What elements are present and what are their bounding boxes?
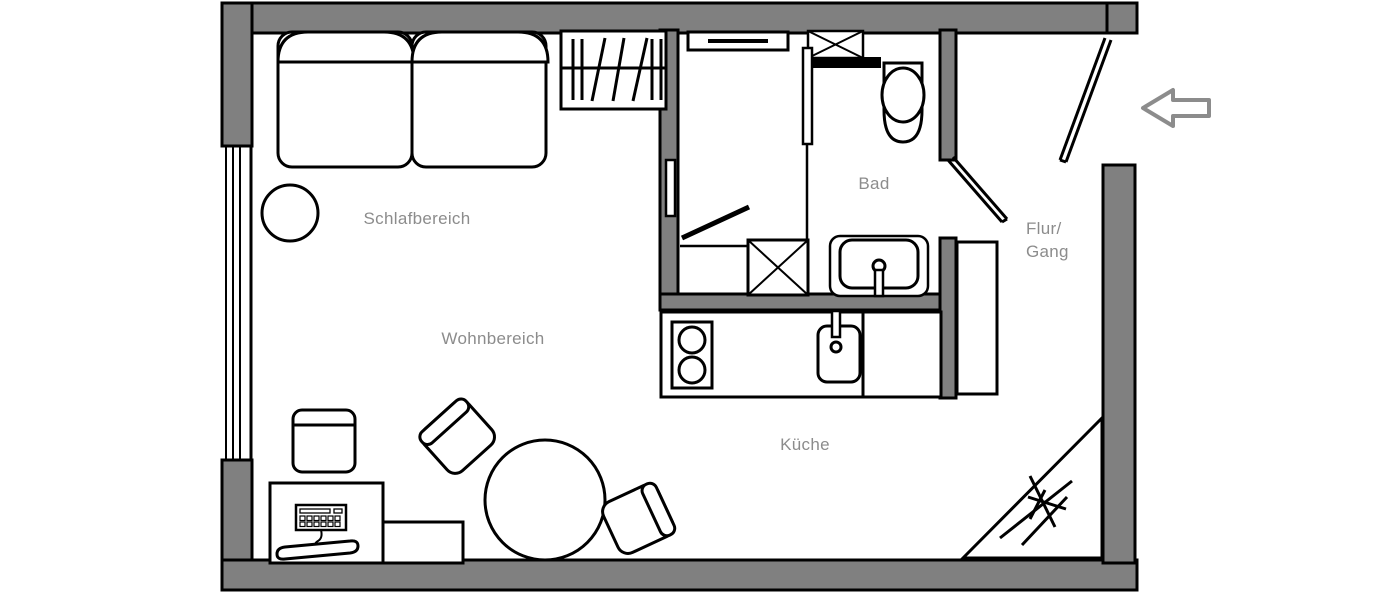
monitor [275,539,360,561]
hallway-fixtures [959,37,1113,560]
appliance-washer [806,29,865,60]
washbasin [828,234,930,298]
wall-exterior-left [220,1,254,148]
cabinet-square [291,408,357,474]
room-labels-group: Schlafbereich Wohnbereich Küche Bad Flur… [364,174,1069,454]
kitchen-sink [816,309,862,384]
wardrobe-hanging [559,29,668,111]
living-fixtures [268,397,677,565]
bed-double [276,30,550,169]
wall-exterior-bottom [220,558,1139,592]
dining-table-round [483,438,607,562]
bathroom-fixtures [664,29,1009,298]
closet-corner [959,414,1104,560]
window-left [225,146,253,460]
cabinet-tall-kitchen [955,240,999,396]
sideboard [381,520,465,565]
shower-partition [801,46,814,146]
stovetop-two-burner [670,320,714,390]
appliance-lower [746,238,810,297]
chair-lower [601,481,677,555]
room-label-schlafbereich: Schlafbereich [364,209,471,228]
room-label-flur-line2: Gang [1026,242,1069,261]
kitchen-fixtures [659,240,999,399]
toilet [880,61,926,144]
keyboard [294,503,348,532]
nightstand-round [260,183,320,243]
wall-bathroom-east-upper [938,28,958,162]
walls-group [220,1,1139,592]
wall-exterior-right-top [1105,1,1139,35]
chair-upper [418,397,496,475]
room-label-flur-line1: Flur/ [1026,219,1062,238]
door-entrance [1058,37,1113,164]
room-label-kueche: Küche [780,435,830,454]
door-bathroom [946,156,1009,224]
room-label-bad: Bad [858,174,889,193]
wall-interior-right [1101,163,1137,565]
room-label-wohnbereich: Wohnbereich [441,329,544,348]
bathroom-door-jamb [664,158,677,218]
cistern [813,57,881,68]
entry-arrow [1141,88,1211,128]
shower-door-swing [680,204,751,241]
